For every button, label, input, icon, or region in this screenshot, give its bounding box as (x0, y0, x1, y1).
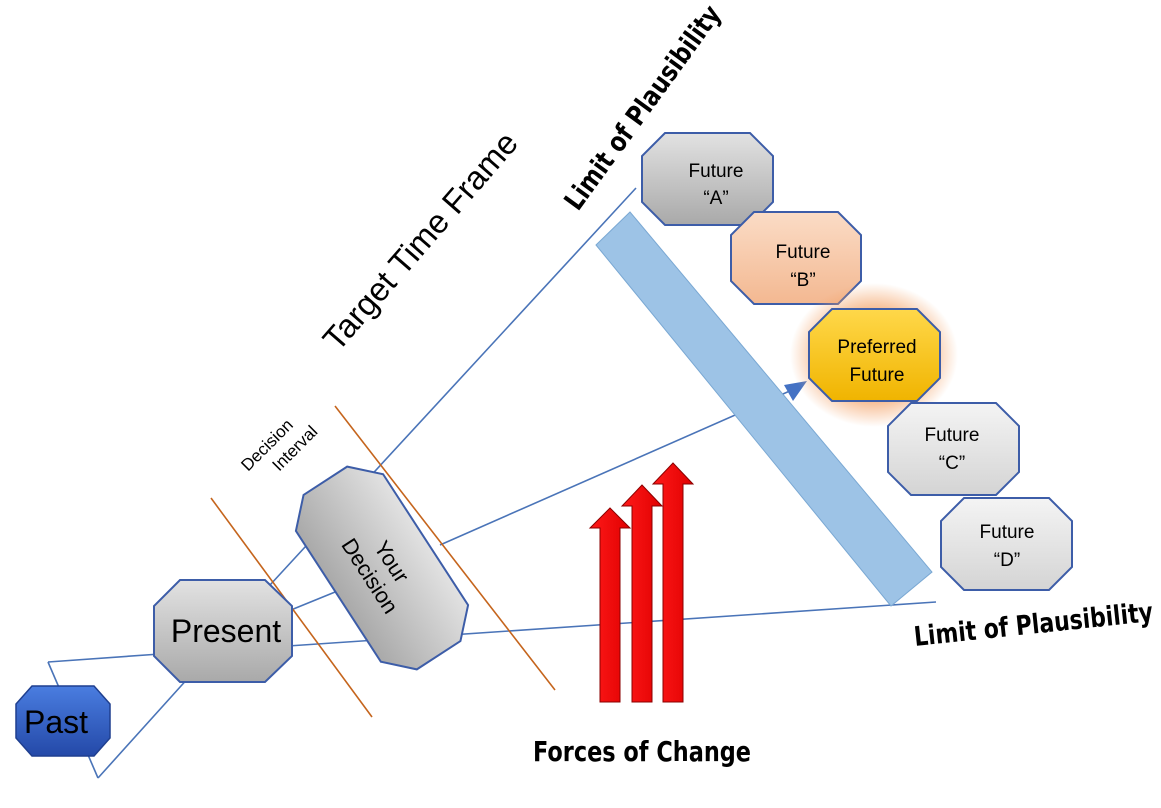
force-arrow-1 (588, 507, 632, 703)
future-b-line2: “B” (790, 270, 815, 291)
forces-of-change-label: Forces of Change (533, 735, 751, 768)
force-arrow-3 (651, 462, 695, 703)
future-a-line1: Future (689, 161, 744, 182)
future-b-line1: Future (776, 242, 831, 263)
future-a-line2: “A” (703, 188, 728, 209)
force-arrow-2 (620, 484, 664, 703)
forces-of-change-arrows (588, 462, 695, 703)
preferred-future-node: Preferred Future (790, 283, 958, 427)
decision-interval-line-right (334, 405, 556, 691)
preferred-future-line1: Preferred (837, 337, 916, 358)
present-node: Present (153, 579, 293, 683)
target-time-frame-band (595, 211, 933, 607)
future-a-node: Future “A” (641, 132, 774, 226)
limit-of-plausibility-bottom-label: Limit of Plausibility (912, 597, 1154, 653)
target-time-frame-label: Target Time Frame (315, 124, 525, 357)
future-d-line2: “D” (994, 550, 1020, 571)
past-node: Past (15, 685, 111, 757)
future-c-line2: “C” (939, 453, 965, 474)
cone-line-present-to-decision (285, 589, 341, 613)
cone-line-past-top (47, 653, 161, 663)
your-decision-node: Your Decision (294, 465, 470, 671)
future-c-node: Future “C” (887, 402, 1020, 496)
future-d-node: Future “D” (940, 497, 1073, 591)
cone-line-decision-to-preferred (439, 389, 793, 546)
present-label: Present (171, 613, 281, 649)
future-d-line1: Future (980, 522, 1035, 543)
cone-line-past-to-present (97, 675, 191, 779)
decision-interval-label: Decision Interval (237, 415, 321, 475)
preferred-future-line2: Future (850, 365, 905, 386)
future-c-line1: Future (925, 425, 980, 446)
past-label: Past (24, 704, 88, 740)
